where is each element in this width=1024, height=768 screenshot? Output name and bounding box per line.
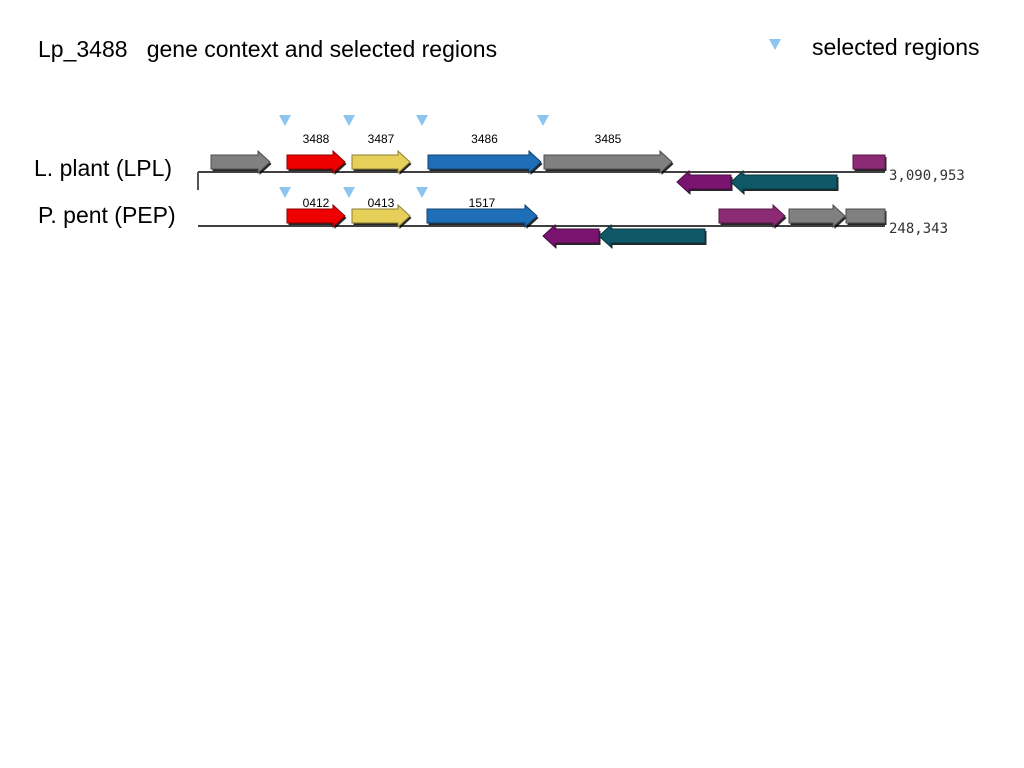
selected-region-marker-icon [279,115,291,126]
gene-label: 0413 [368,196,395,210]
track-coordinate: 3,090,953 [889,168,965,184]
selected-region-marker-icon [279,187,291,198]
gene-arrow [427,149,542,175]
gene-label: 0412 [303,196,330,210]
gene-arrow [730,169,838,195]
legend-label: selected regions [812,34,980,60]
gene-arrow [210,149,271,175]
gene-label: 3485 [595,132,622,146]
gene-label: 3486 [471,132,498,146]
gene-arrow [351,149,411,175]
gene-arrow [351,203,411,229]
gene-arrow [542,223,600,249]
track-label-pep: P. pent (PEP) [38,202,176,228]
selected-region-marker-icon [343,187,355,198]
page-title: Lp_3488 gene context and selected region… [38,36,498,62]
gene-arrow [676,169,732,195]
gene-arrow [286,203,346,229]
gene-arrow [718,203,786,229]
gene-arrow [426,203,538,229]
selected-region-marker-icon [416,187,428,198]
track-label-lpl: L. plant (LPL) [34,155,173,181]
gene-arrow [286,149,346,175]
selected-region-marker-icon [769,39,781,50]
selected-region-marker-icon [416,115,428,126]
gene-arrow [852,154,886,170]
gene-arrow [543,149,673,175]
gene-label: 3487 [368,132,395,146]
gene-label: 1517 [469,196,496,210]
track-coordinate: 248,343 [889,221,948,237]
gene-arrow [845,208,886,224]
selected-region-marker-icon [537,115,549,126]
gene-arrow [788,203,846,229]
gene-arrow [598,223,706,249]
selected-region-marker-icon [343,115,355,126]
gene-label: 3488 [303,132,330,146]
